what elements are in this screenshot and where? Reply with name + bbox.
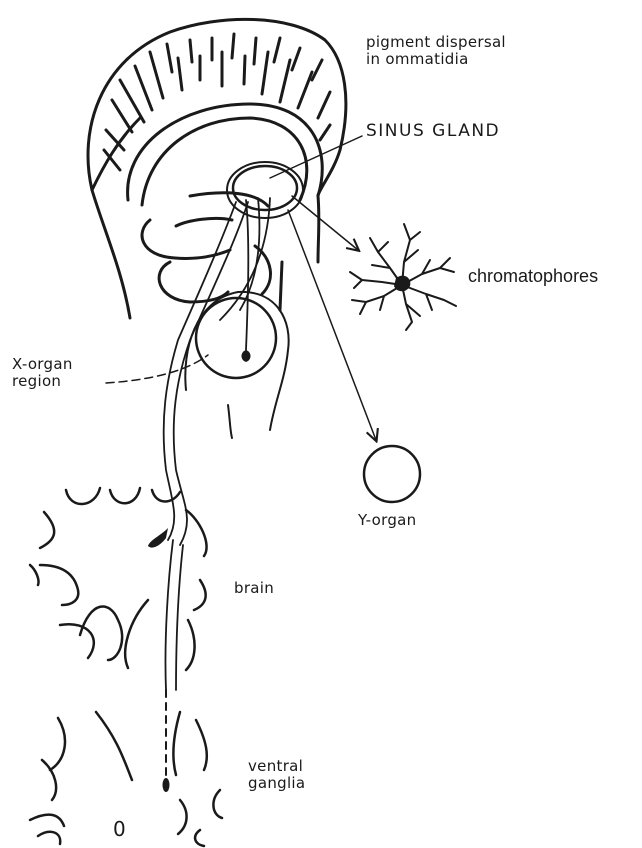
label-bottom-mark: 0 bbox=[113, 818, 126, 841]
label-pigment-dispersal-line2: in ommatidia bbox=[366, 51, 506, 68]
ventral-ganglia-outline bbox=[30, 712, 222, 846]
label-sinus-gland: SINUS GLAND bbox=[366, 122, 500, 142]
x-organ-leader bbox=[106, 355, 208, 383]
label-y-organ: Y-organ bbox=[358, 512, 416, 529]
label-chromatophores: chromatophores bbox=[468, 266, 598, 287]
y-organ bbox=[364, 446, 420, 502]
neurosecretory-axons bbox=[164, 198, 270, 690]
label-x-organ-region: X-organ region bbox=[12, 356, 73, 391]
label-x-organ-line2: region bbox=[12, 373, 73, 390]
ommatidia-lines bbox=[104, 34, 330, 170]
chromatophore-body bbox=[394, 276, 410, 292]
label-ventral-line1: ventral bbox=[248, 758, 305, 775]
label-ventral-ganglia: ventral ganglia bbox=[248, 758, 305, 793]
label-x-organ-line1: X-organ bbox=[12, 356, 73, 373]
label-ventral-line2: ganglia bbox=[248, 775, 305, 792]
arrow-to-chromatophores bbox=[292, 196, 358, 250]
sinus-gland bbox=[227, 162, 303, 218]
label-pigment-dispersal-line1: pigment dispersal bbox=[366, 34, 506, 51]
eye-outline bbox=[88, 19, 346, 318]
arrow-to-y-organ bbox=[288, 210, 376, 440]
label-pigment-dispersal: pigment dispersal in ommatidia bbox=[366, 34, 506, 69]
label-brain: brain bbox=[234, 580, 274, 597]
